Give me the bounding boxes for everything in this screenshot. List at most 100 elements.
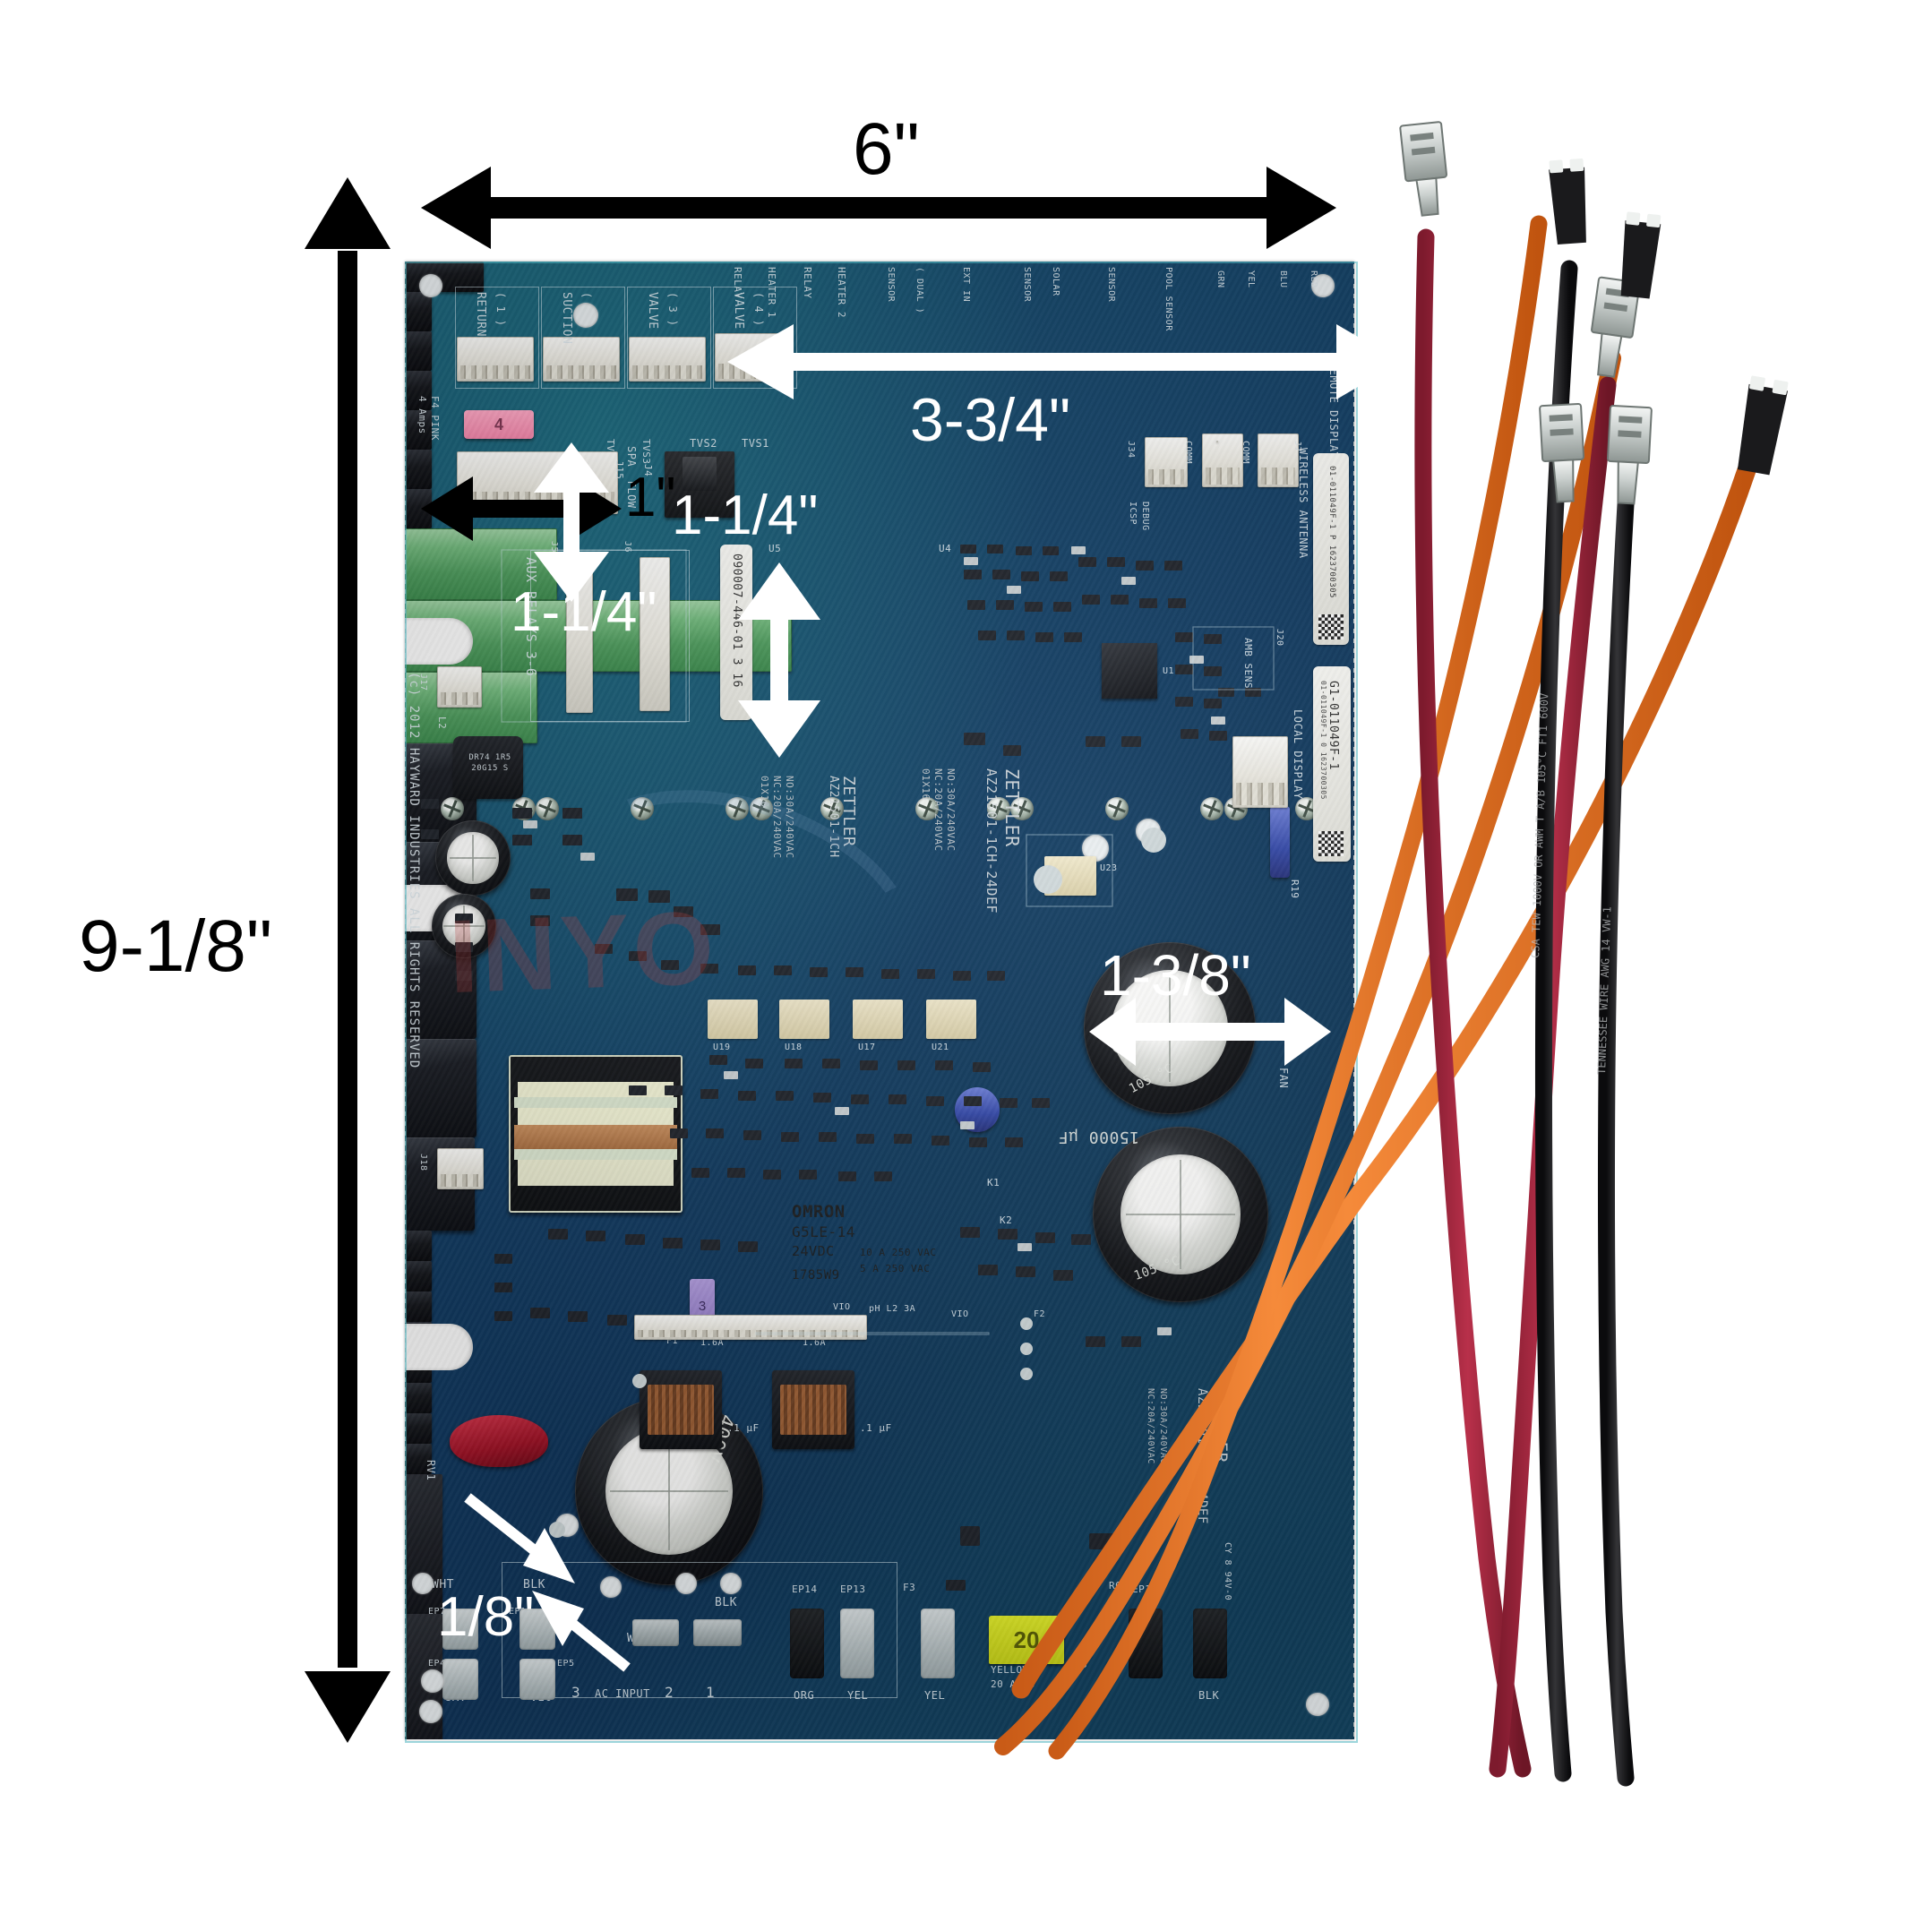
dim-label-header-height: 1-1/4" bbox=[672, 485, 819, 546]
fuse-pink-f4: 4 bbox=[464, 410, 534, 439]
pad-wht bbox=[632, 1619, 679, 1646]
silk-r19: R19 bbox=[1289, 879, 1301, 899]
pad-yel2 bbox=[921, 1609, 955, 1678]
pad-ep7 bbox=[442, 1609, 478, 1650]
dim-label-board-width: 6" bbox=[853, 108, 920, 190]
connector-local-display-j23 bbox=[1232, 736, 1288, 808]
opto-u19 bbox=[708, 1000, 758, 1039]
dim-label-terminal-strip: 3-3/4" bbox=[910, 386, 1071, 454]
mounting-hole-small-d bbox=[720, 1573, 742, 1594]
silk-ac-in-3: 3 bbox=[571, 1684, 581, 1701]
mcu-u1 bbox=[1098, 639, 1161, 702]
dim-label-relay-height: 1-1/4" bbox=[511, 581, 657, 643]
omron-coil: 24VDC bbox=[792, 1243, 835, 1259]
silk-rv1: RV1 bbox=[425, 1460, 437, 1481]
assembly-number-text: 090007-446-01 3 16 bbox=[730, 553, 743, 688]
silk-f5-rating: 20 Amps bbox=[991, 1678, 1035, 1690]
mounting-hole-bottom-left bbox=[419, 1700, 442, 1723]
silk-f5-ref: F5 bbox=[1075, 1659, 1088, 1670]
silk-k1: K1 bbox=[987, 1177, 1000, 1188]
switching-transformer bbox=[509, 1055, 683, 1213]
rj-jack-j4 bbox=[665, 451, 734, 518]
dim-label-cap-diameter: 1-3/8" bbox=[1100, 943, 1251, 1008]
silk-f4-amps: 4 Amps bbox=[416, 396, 428, 434]
silk-debug: DEBUG bbox=[1140, 502, 1150, 531]
omron-rating-2: 5 A 250 VAC bbox=[860, 1263, 931, 1274]
header-j6 bbox=[640, 557, 670, 711]
qr-code-antenna bbox=[1318, 614, 1344, 639]
copyright-text: (c) 2012 HAYWARD INDUSTRIES ALL RIGHTS R… bbox=[407, 672, 421, 1069]
silk-box-aux-relays bbox=[530, 550, 690, 722]
silk-ep13: EP13 bbox=[840, 1583, 866, 1595]
silk-icsp: ICSP bbox=[1128, 502, 1138, 526]
silk-u23: U23 bbox=[1100, 863, 1118, 873]
silk-u1: U1 bbox=[1163, 666, 1175, 676]
connector-j17 bbox=[437, 666, 482, 708]
silk-dual: ( DUAL ) bbox=[914, 267, 924, 314]
silk-u5: U5 bbox=[769, 543, 782, 554]
zettler-part-right: AZ21501-1CH-24DEF bbox=[983, 768, 1000, 914]
connector-bottom-strip bbox=[634, 1315, 867, 1340]
silk-j20: J20 bbox=[1275, 629, 1284, 647]
silk-j6: J6 bbox=[623, 541, 632, 553]
omron-rating-1: 10 A 250 VAC bbox=[860, 1247, 937, 1258]
silk-solar: SOLAR bbox=[1051, 267, 1060, 296]
silk-j5: J5 bbox=[549, 541, 559, 553]
dim-arrow-board-height bbox=[305, 177, 391, 1743]
silk-sensor-b: SENSOR bbox=[1022, 267, 1032, 303]
capacitor-blue-vertical bbox=[1270, 806, 1290, 878]
tvs-smd-1 bbox=[405, 292, 432, 331]
silk-heater-2: HEATER 2 bbox=[836, 267, 847, 318]
silk-ac-in-2: 2 bbox=[665, 1684, 674, 1701]
zettler-code-right: 01X16 bbox=[920, 768, 932, 801]
connector-valve-3 bbox=[629, 337, 706, 382]
svg-text:TENNESSEE WIRE AWG 14 VW-1: TENNESSEE WIRE AWG 14 VW-1 bbox=[1595, 906, 1614, 1075]
zettler-brand-right: ZETTLER bbox=[1001, 768, 1023, 847]
silk-ext-in: EXT IN bbox=[961, 267, 971, 303]
silk-yel: YEL bbox=[1246, 270, 1256, 288]
omron-brand: OMRON bbox=[792, 1202, 846, 1222]
silk-org-bottom: ORG bbox=[794, 1689, 815, 1702]
silk-f2-a: 1.6A bbox=[803, 1338, 827, 1348]
mounting-hole-small-c bbox=[675, 1573, 697, 1594]
capacitor-c36-small bbox=[432, 894, 496, 958]
zettler-nc-right: NC:20A/240VAC bbox=[932, 768, 944, 852]
silk-ep15: EP15 bbox=[1132, 1583, 1158, 1595]
opto-u18 bbox=[779, 1000, 829, 1039]
silk-blk-right: BLK bbox=[715, 1596, 737, 1609]
silk-f2: F2 bbox=[1034, 1309, 1046, 1319]
silk-ep14: EP14 bbox=[792, 1583, 818, 1595]
silk-f5-yellow-text: YELLOW bbox=[991, 1664, 1029, 1676]
silk-sensor-c: SENSOR bbox=[1106, 267, 1116, 303]
silk-tvs2: TVS2 bbox=[690, 437, 717, 450]
pad-ep4 bbox=[442, 1659, 478, 1700]
silk-remote-display: REMOTE DISPLAY bbox=[1327, 362, 1340, 459]
inductor-l2 bbox=[453, 736, 523, 799]
diode-d15 bbox=[405, 1383, 432, 1413]
silk-wireless-antenna: WIRELESS ANTENNA bbox=[1297, 448, 1309, 559]
silk-ul-mark: CY 8 94V-0 bbox=[1223, 1542, 1232, 1601]
dim-label-hole-diameter: 1/8" bbox=[437, 1586, 535, 1648]
mounting-hole-small-e bbox=[421, 1669, 444, 1693]
zettler-no-left: NO:30A/240VAC bbox=[784, 776, 795, 859]
fuse-f5-yellow: 20 bbox=[989, 1616, 1064, 1664]
silk-u17: U17 bbox=[858, 1043, 876, 1052]
product-label-main-sub: 01-011049F-1 0 1623700305 bbox=[1319, 681, 1327, 800]
diode-d16 bbox=[405, 1444, 432, 1474]
silk-sensor-a: SENSOR bbox=[886, 267, 896, 303]
pad-ep14 bbox=[790, 1609, 824, 1678]
silk-box-valve4 bbox=[713, 287, 797, 389]
connector-j18 bbox=[437, 1148, 484, 1189]
diode-d7 bbox=[405, 1291, 432, 1322]
silk-local-display: LOCAL DISPLAY bbox=[1292, 709, 1304, 800]
cap-c12-text: 15000 µF bbox=[1058, 1128, 1139, 1146]
silk-u21: U21 bbox=[932, 1043, 949, 1052]
zettler-brand-left: ZETTLER bbox=[839, 776, 858, 847]
mov-rv1 bbox=[450, 1415, 548, 1467]
pad-blk-i2 bbox=[693, 1619, 742, 1646]
board-notch-lower bbox=[405, 1324, 473, 1370]
silk-ep5: EP5 bbox=[557, 1659, 575, 1669]
inductor-l2-text: DR74 1R5 20G15 S bbox=[468, 753, 511, 773]
tvs-smd-4 bbox=[405, 410, 432, 450]
